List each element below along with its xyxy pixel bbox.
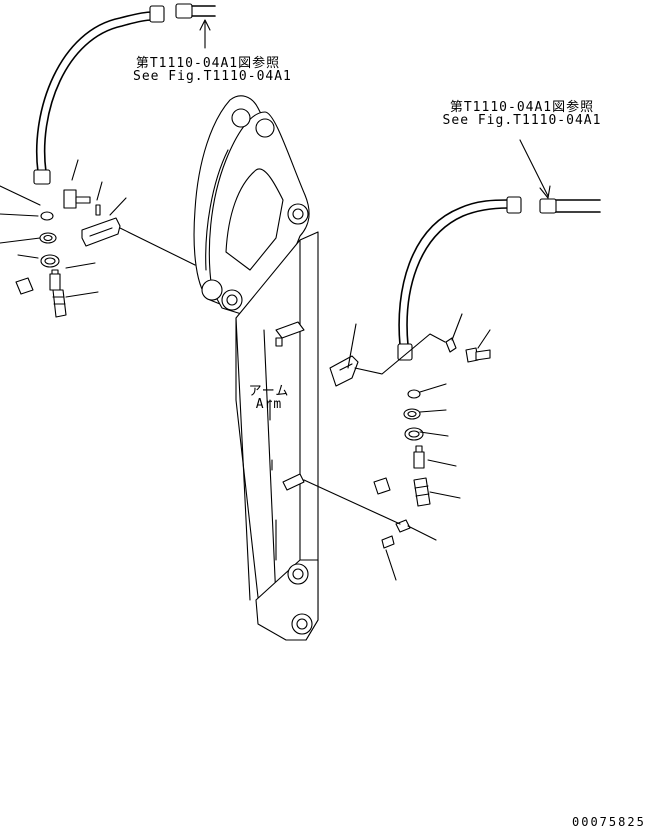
right-reference-ja: 第T1110-04A1図参照 xyxy=(449,100,595,115)
left-hose xyxy=(33,3,216,185)
right-hose xyxy=(397,196,601,361)
top-reference-en: See Fig.T1110-04A1 xyxy=(133,69,292,84)
arm-label-ja: アーム xyxy=(248,384,290,399)
top-reference-ja: 第T1110-04A1図参照 xyxy=(135,56,281,71)
right-small-parts xyxy=(303,333,491,549)
right-reference-arrow xyxy=(519,139,551,199)
left-leader-lines xyxy=(0,159,127,298)
arm-label-en: Arm xyxy=(255,397,283,412)
drawing-number: 00075825 xyxy=(572,815,646,829)
right-leader-lines xyxy=(347,313,491,581)
left-small-parts xyxy=(15,189,196,318)
top-reference-arrow xyxy=(199,19,211,49)
right-reference-en: See Fig.T1110-04A1 xyxy=(442,113,602,128)
arm-body xyxy=(193,95,319,641)
